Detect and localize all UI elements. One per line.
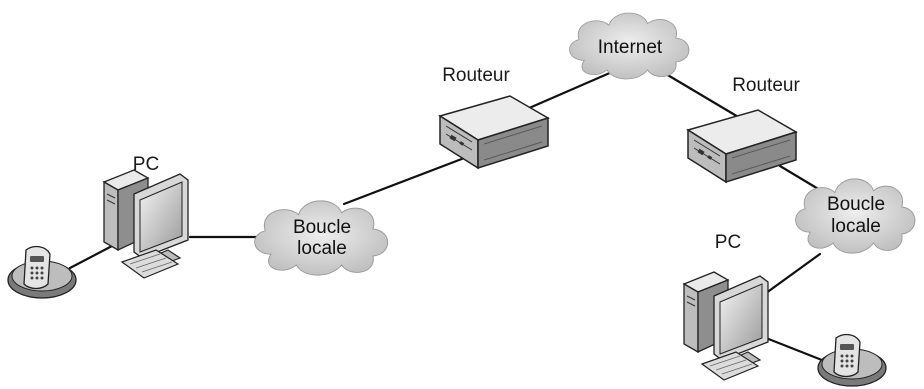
router-left: Routeur bbox=[439, 65, 549, 169]
connections bbox=[68, 70, 834, 366]
link-loop-left-router-left bbox=[342, 150, 482, 206]
desk-phone-icon bbox=[817, 333, 887, 387]
local-loop-left-label-line2: locale bbox=[297, 238, 347, 259]
local-loop-left: Boucle locale bbox=[254, 200, 389, 276]
router-right-label: Routeur bbox=[732, 75, 800, 96]
telephone-right bbox=[817, 333, 887, 387]
desk-phone-icon bbox=[7, 245, 77, 299]
pc-left-label: PC bbox=[133, 154, 159, 175]
local-loop-left-label-line1: Boucle bbox=[293, 217, 351, 238]
link-loop-right-pc-right bbox=[760, 252, 822, 298]
local-loop-right-label-line2: locale bbox=[831, 216, 881, 237]
router-box-icon bbox=[687, 109, 797, 183]
pc-right: PC bbox=[683, 232, 769, 381]
telephone-left bbox=[7, 245, 77, 299]
link-phone-left-pc-left bbox=[68, 244, 114, 270]
local-loop-right: Boucle locale bbox=[795, 178, 916, 254]
desktop-pc-icon bbox=[683, 271, 769, 381]
internet-label: Internet bbox=[598, 37, 663, 58]
local-loop-right-label-line1: Boucle bbox=[827, 194, 885, 215]
desktop-pc-icon bbox=[103, 169, 189, 279]
router-left-label: Routeur bbox=[442, 65, 510, 86]
pc-left: PC bbox=[103, 154, 189, 279]
link-router-left-internet bbox=[518, 70, 614, 114]
pc-right-label: PC bbox=[715, 232, 741, 253]
internet-cloud: Internet bbox=[569, 12, 690, 80]
link-internet-router-right bbox=[664, 72, 742, 120]
router-right: Routeur bbox=[687, 75, 800, 183]
